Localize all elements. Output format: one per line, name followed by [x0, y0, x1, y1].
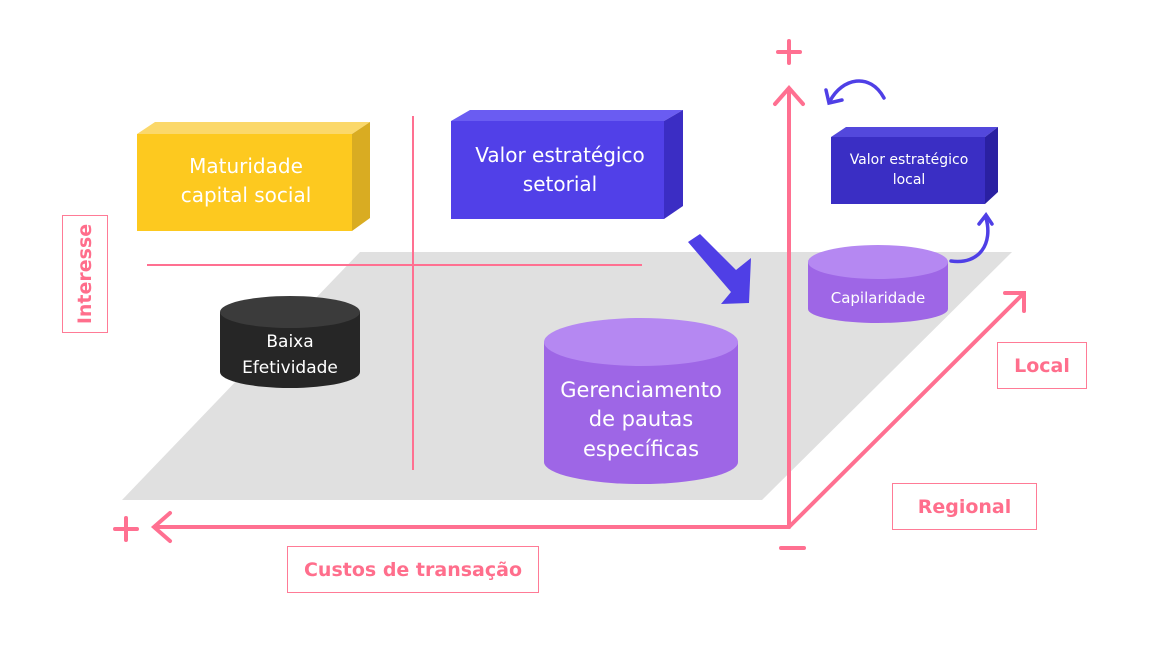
curved-arrow-bottom-icon: [949, 212, 994, 264]
block-maturidade: Maturidade capital social: [137, 122, 370, 231]
axis-label-text: Local: [1014, 354, 1070, 377]
vertical-axis: [773, 84, 805, 529]
axis-label-interesse: Interesse: [62, 215, 108, 333]
block-label-line: local: [893, 172, 926, 188]
cylinder-gerenciamento: Gerenciamento de pautas específicas: [544, 318, 738, 484]
axis-label-regional: Regional: [892, 483, 1037, 530]
block-valor-setorial: Valor estratégico setorial: [451, 110, 683, 219]
depth-axis: [787, 291, 1026, 529]
cylinder-label-line: Efetividade: [242, 358, 338, 378]
block-label-line: setorial: [523, 172, 597, 196]
block-valor-local: Valor estratégico local: [831, 127, 998, 204]
horizontal-axis: [150, 511, 791, 543]
arrow-down-right-icon: [688, 234, 751, 304]
cylinder-label-line: Capilaridade: [831, 289, 926, 307]
axis-label-text: Custos de transação: [303, 558, 522, 581]
block-label-line: Valor estratégico: [850, 152, 969, 168]
block-label-line: Valor estratégico: [475, 143, 644, 167]
plus-icon-vertical: [776, 39, 802, 65]
curved-arrow-top-icon: [824, 79, 886, 106]
axis-label-custos: Custos de transação: [287, 546, 539, 593]
cylinder-capilaridade: Capilaridade: [808, 245, 948, 323]
cylinder-label-line: de pautas: [589, 407, 693, 431]
cylinder-baixa-efetividade: Baixa Efetividade: [220, 296, 360, 388]
cylinder-label-line: Baixa: [266, 332, 313, 352]
block-label-line: capital social: [181, 183, 312, 207]
cylinder-label-line: específicas: [583, 437, 699, 461]
axis-label-local: Local: [997, 342, 1087, 389]
axis-label-text: Regional: [917, 495, 1012, 518]
axis-label-text: Interesse: [74, 223, 97, 325]
block-label-line: Maturidade: [189, 154, 303, 178]
plus-icon-horizontal: [113, 516, 139, 542]
cylinder-label-line: Gerenciamento: [560, 378, 722, 402]
